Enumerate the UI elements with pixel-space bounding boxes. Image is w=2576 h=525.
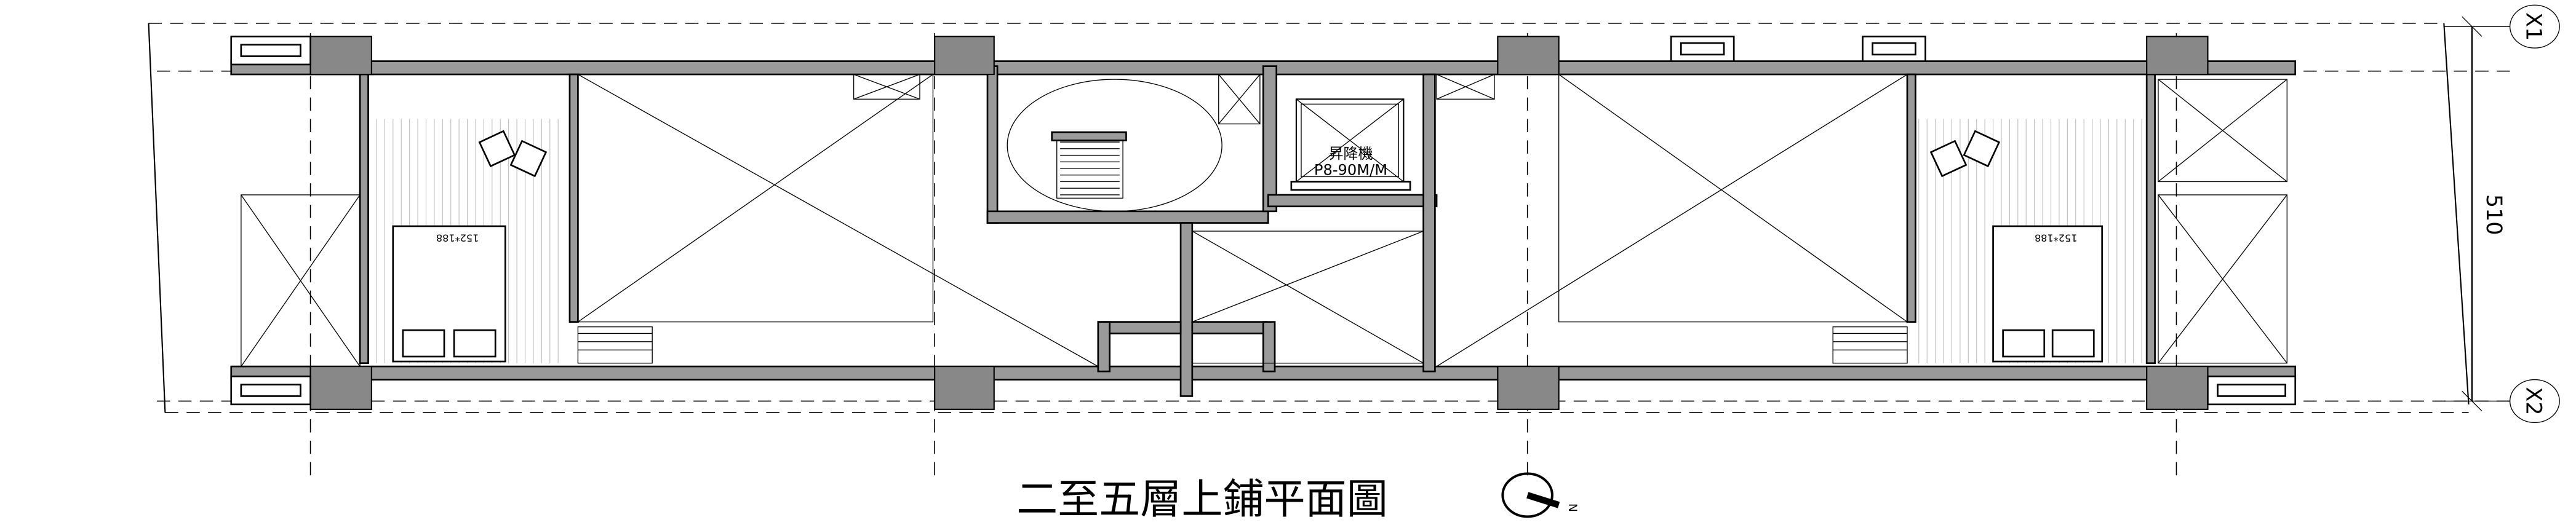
svg-text:X1: X1 <box>2521 12 2545 41</box>
windows <box>230 35 2297 406</box>
void-areas <box>241 74 2287 367</box>
bed-size-left: 152*188 <box>436 232 479 243</box>
stair-steps-right <box>1832 326 1908 364</box>
bedroom-right: 152*188 <box>1832 119 2142 364</box>
columns <box>309 36 2209 410</box>
bed-size-right: 152*188 <box>2035 232 2077 243</box>
staircase <box>1007 79 1222 212</box>
elevator: 昇降機 P8-90M/M <box>1290 98 1411 191</box>
svg-text:X2: X2 <box>2521 387 2545 415</box>
svg-text:N: N <box>1566 503 1579 512</box>
grid-bubble-x2: X2 <box>2509 379 2560 424</box>
drawing-title: 二至五層上鋪平面圖 <box>1016 475 1388 523</box>
site-boundary <box>148 23 2470 414</box>
elevator-spec: P8-90M/M <box>1314 162 1387 179</box>
dimension-label: 510 <box>2481 194 2506 235</box>
elevator-name: 昇降機 <box>1328 145 1373 162</box>
bedroom-left: 152*188 <box>376 119 653 364</box>
dimension-line: 510 <box>2462 16 2506 412</box>
grid-lines <box>156 26 2510 482</box>
north-arrow-icon: N <box>1501 472 1579 518</box>
walls <box>230 60 2297 397</box>
stair-steps-left <box>577 326 653 364</box>
grid-bubble-x1: X1 <box>2509 4 2560 49</box>
